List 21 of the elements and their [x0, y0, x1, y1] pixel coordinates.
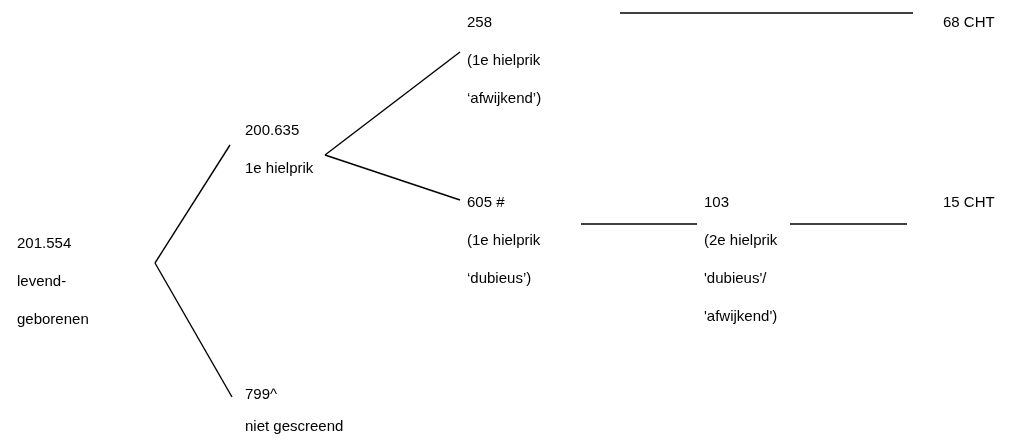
connector-line: [324, 51, 461, 156]
count-label: 201.554: [17, 233, 73, 253]
connector-line: [619, 12, 914, 14]
connector-line: [324, 154, 461, 201]
connector-line: [580, 223, 698, 225]
count-label: 799^: [245, 384, 279, 404]
connector-line: [154, 144, 231, 264]
description-label: levend- geborenen: [17, 271, 90, 329]
count-label: 15 CHT: [943, 192, 996, 212]
description-label: (2e hielprik 'dubieus'/ 'afwijkend'): [704, 230, 779, 326]
count-label: 200.635: [245, 120, 301, 140]
description-label: (1e hielprik ‘afwijkend’): [467, 50, 543, 108]
description-label: niet gescreend: [245, 416, 345, 436]
description-label: (1e hielprik ‘dubieus’): [467, 230, 542, 288]
count-label: 258: [467, 12, 494, 32]
connector-line: [789, 223, 908, 225]
connector-line: [154, 262, 233, 398]
count-label: 605 #: [467, 192, 506, 212]
description-label: 1e hielprik: [245, 158, 315, 178]
count-label: 68 CHT: [943, 12, 996, 32]
count-label: 103: [704, 192, 731, 212]
